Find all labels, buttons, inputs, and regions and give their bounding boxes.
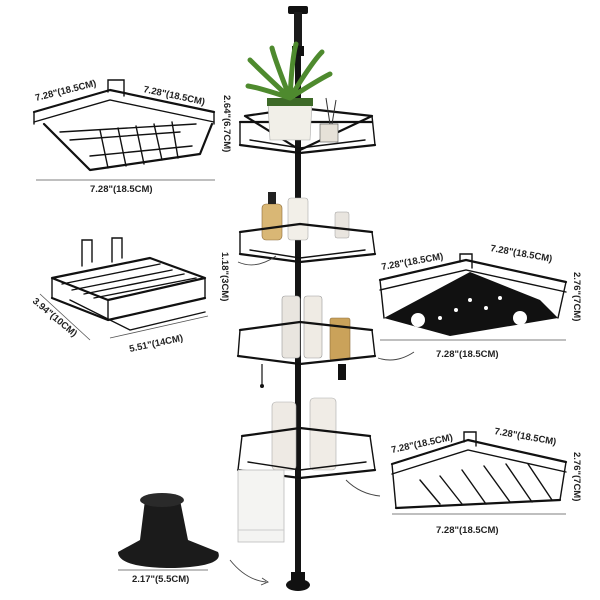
- plant-pot: [245, 41, 333, 141]
- center-shelf-third: [236, 295, 377, 388]
- center-shelf-bottom: [236, 397, 377, 543]
- base-diameter: 2.17"(5.5CM): [132, 574, 189, 585]
- center-shelf-second: [238, 192, 377, 264]
- soap-basket-depth: 3.94"(10CM): [30, 296, 79, 340]
- bottom-basket-bottom-width: 7.28"(18.5CM): [436, 525, 499, 536]
- bottom-basket-height: 2.76"(7CM): [571, 452, 582, 501]
- plate-shelf-bottom-width: 7.28"(18.5CM): [436, 349, 499, 360]
- soap-basket-width: 5.51"(14CM): [128, 333, 184, 355]
- plate-shelf-height: 2.76"(7CM): [571, 272, 582, 321]
- plate-shelf-detail: [378, 253, 568, 341]
- soap-basket-pointer: [237, 255, 277, 266]
- plate-shelf-pointer: [377, 351, 415, 361]
- soap-basket-detail: [39, 237, 209, 341]
- base-pointer: [229, 559, 267, 583]
- plate-shelf-width-left: 7.28"(18.5CM): [381, 251, 445, 273]
- bottom-basket-width-right: 7.28"(18.5CM): [493, 426, 557, 448]
- base-cup: [118, 493, 219, 568]
- top-basket-height: 2.64"(6.7CM): [221, 95, 232, 152]
- top-basket-width-left: 7.28"(18.5CM): [34, 78, 97, 104]
- bottom-basket-width-left: 7.28"(18.5CM): [390, 432, 454, 456]
- soap-basket-height: 1.18"(3CM): [219, 252, 230, 301]
- bottom-basket-pointer: [345, 479, 381, 497]
- top-basket-bottom-width: 7.28"(18.5CM): [90, 184, 153, 195]
- bottom-basket-detail: [390, 431, 568, 515]
- top-basket-detail: [32, 79, 216, 181]
- plate-shelf-width-right: 7.28"(18.5CM): [489, 243, 553, 265]
